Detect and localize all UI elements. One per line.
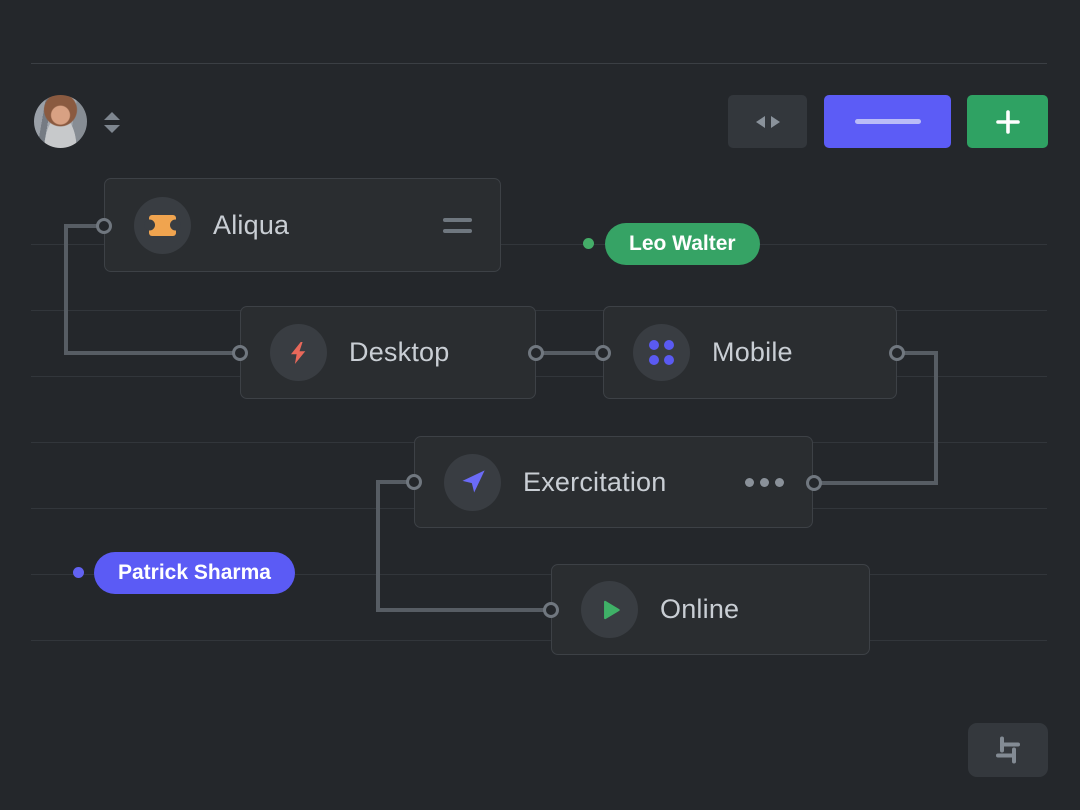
node-title: Aliqua xyxy=(213,209,290,240)
settings-button[interactable] xyxy=(968,723,1048,777)
add-button[interactable] xyxy=(967,95,1048,148)
user-avatar[interactable] xyxy=(34,95,87,148)
grid-row-line xyxy=(31,640,1047,641)
sort-down-icon xyxy=(104,125,120,133)
panel-toggle-button[interactable] xyxy=(728,95,807,148)
node-title: Exercitation xyxy=(523,466,667,497)
node-title: Online xyxy=(660,594,740,624)
grid-row-line xyxy=(31,310,1047,311)
node-mobile[interactable]: Mobile xyxy=(603,306,897,399)
horizontal-arrows-icon xyxy=(755,115,780,128)
primary-action-button[interactable] xyxy=(824,95,951,148)
tag-dot xyxy=(583,238,594,249)
tag-leo-walter[interactable]: Leo Walter xyxy=(605,223,760,265)
grid-row-line xyxy=(31,244,1047,245)
node-desktop[interactable]: Desktop xyxy=(240,306,536,399)
play-icon xyxy=(581,581,638,638)
grid-row-line xyxy=(31,376,1047,377)
node-title: Desktop xyxy=(349,337,450,367)
ticket-icon xyxy=(134,196,191,254)
drag-handle-icon[interactable] xyxy=(443,217,472,233)
dots-grid-icon xyxy=(633,324,690,381)
plus-icon xyxy=(995,109,1020,134)
sort-up-icon xyxy=(104,112,120,120)
sliders-icon xyxy=(996,736,1020,764)
node-aliqua[interactable]: Aliqua xyxy=(104,178,501,272)
node-title: Mobile xyxy=(712,337,793,367)
navigation-arrow-icon xyxy=(444,453,501,511)
node-exercitation[interactable]: Exercitation xyxy=(414,436,813,528)
sort-arrows-icon[interactable] xyxy=(104,112,122,136)
more-dots-icon[interactable] xyxy=(745,477,784,487)
line-icon xyxy=(854,119,921,124)
tag-patrick-sharma[interactable]: Patrick Sharma xyxy=(94,552,295,594)
node-online[interactable]: Online xyxy=(551,564,870,655)
header-divider xyxy=(31,63,1047,64)
lightning-icon xyxy=(270,324,327,381)
tag-dot xyxy=(73,567,84,578)
